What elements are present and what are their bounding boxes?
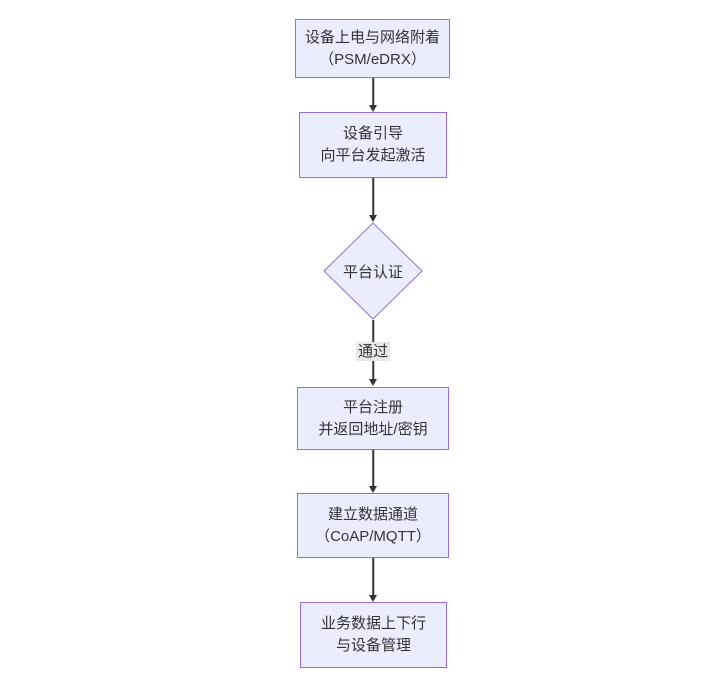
node-bootstrap: 设备引导 向平台发起激活 [299,112,447,178]
node-text-line: 设备引导 [342,125,403,142]
arrowhead-icon [369,379,377,386]
arrowhead-icon [369,486,377,493]
node-business-data: 业务数据上下行 与设备管理 [300,602,447,668]
node-power-attach: 设备上电与网络附着 （PSM/eDRX） [295,19,450,78]
node-platform-auth: 平台认证 [323,222,423,320]
arrowhead-icon [369,215,377,222]
node-text-line: （PSM/eDRX） [319,50,426,68]
edge-label-pass: 通过 [355,342,391,361]
node-text-line: 与设备管理 [335,637,411,654]
node-data-channel: 建立数据通道 （CoAP/MQTT） [297,493,449,558]
arrow-line [372,558,374,598]
node-text-line: 业务数据上下行 [320,615,426,632]
arrow-line [372,178,374,218]
arrow-down [368,558,378,602]
node-text-line: 设备上电与网络附着 [304,28,440,46]
node-text-line: （CoAP/MQTT） [315,527,431,545]
node-text-line: 平台注册 [342,398,403,416]
arrow-down [368,178,378,222]
arrowhead-icon [369,595,377,602]
node-text-line: 并返回地址/密钥 [318,420,428,438]
node-text-line: 向平台发起激活 [320,147,426,164]
node-text-line: 平台认证 [342,263,403,281]
arrow-down [368,450,378,493]
arrowhead-icon [369,105,377,112]
node-text-line: 建立数据通道 [327,505,418,523]
arrow-line [372,450,374,489]
diamond-shape [323,222,423,320]
arrow-line [372,78,374,108]
node-platform-register: 平台注册 并返回地址/密钥 [297,387,449,450]
arrow-down [368,78,378,112]
